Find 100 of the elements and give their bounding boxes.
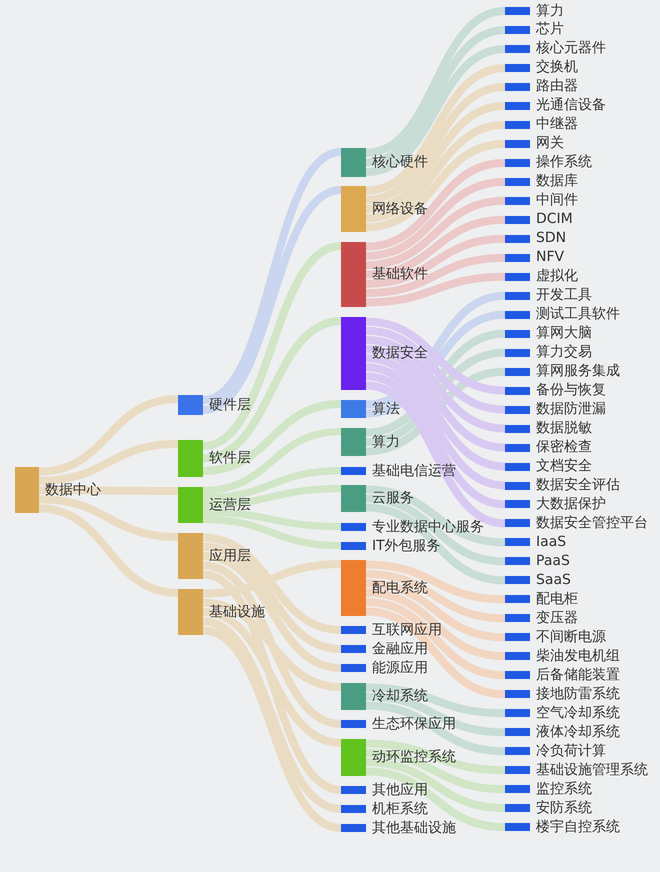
flow-link (366, 486, 506, 546)
flow-link (366, 740, 506, 774)
node-label: 云服务 (372, 490, 414, 507)
flow-link (202, 542, 342, 653)
flow-link (365, 45, 506, 176)
node-label: 数据脱敏 (536, 420, 592, 438)
flow-link (38, 440, 178, 485)
flow-link (202, 317, 342, 462)
node-label: 基础设施 (209, 604, 265, 620)
flow-link (38, 504, 178, 597)
node-label: 其他应用 (372, 782, 428, 798)
node-label: 监控系统 (536, 780, 592, 798)
node-label: 不间断电源 (536, 628, 606, 646)
node-label: 交换机 (536, 59, 578, 76)
node-label: 数据安全评估 (536, 477, 620, 494)
node-label: 备份与恢复 (536, 382, 606, 400)
node-label: 核心元器件 (536, 40, 606, 58)
flow-link (202, 598, 342, 691)
flow-link (366, 272, 506, 306)
flow-link (39, 486, 178, 495)
node-label: 软件层 (209, 450, 251, 467)
node-label: 保密检查 (536, 439, 592, 456)
node-label: 数据库 (536, 173, 578, 190)
node-label: PaaS (536, 552, 570, 570)
node-label: 路由器 (536, 78, 578, 96)
node-label: 数据安全管控平台 (536, 514, 648, 532)
flow-link (202, 400, 342, 475)
node-label: 柴油发电机组 (536, 648, 620, 665)
node-label: 基础软件 (372, 266, 428, 283)
flow-link (366, 102, 506, 213)
flow-link (366, 579, 506, 642)
node-label: 其他基础设施 (372, 820, 456, 836)
flow-link (202, 242, 342, 450)
node-label: SDN (536, 230, 566, 248)
node-label: 虚拟化 (536, 268, 578, 286)
node-label: 光通信设备 (536, 97, 606, 114)
flow-link (202, 148, 342, 404)
flow-link (202, 560, 342, 598)
node-label: 开发工具 (536, 287, 592, 304)
flow-link (365, 382, 506, 528)
node-label: SaaS (536, 572, 571, 589)
node-label: 大数据保护 (536, 496, 606, 513)
node-label: 后备储能装置 (536, 666, 620, 684)
node-label: 液体冷却系统 (536, 724, 620, 741)
flow-link (366, 158, 506, 251)
node-label: 变压器 (536, 610, 578, 627)
node-label: 数据中心 (45, 482, 101, 498)
node-label: 算网大脑 (536, 325, 592, 342)
flow-link (365, 64, 506, 195)
node-label: 中间件 (536, 192, 578, 210)
flow-link (366, 504, 506, 584)
node-label: 运营层 (209, 496, 251, 514)
flow-link (366, 196, 506, 270)
node-label: 冷负荷计算 (536, 742, 606, 760)
flow-link (366, 767, 506, 832)
node-label: 楼宇自控系统 (536, 818, 620, 836)
node-label: IaaS (536, 534, 566, 551)
flow-link (366, 326, 506, 414)
node-label: 空气冷却系统 (536, 704, 620, 722)
node-label: 算力交易 (536, 344, 592, 362)
flow-link (366, 588, 506, 660)
node-label: 接地防雷系统 (536, 686, 620, 703)
node-label: 算网服务集成 (536, 363, 620, 380)
flow-link (365, 26, 506, 166)
flow-link (365, 7, 506, 157)
node-label: 配电柜 (536, 590, 578, 608)
flow-link (366, 254, 506, 298)
flow-link (202, 467, 342, 502)
flow-link (366, 560, 506, 604)
flow-link (365, 372, 506, 508)
node-label: 基础设施管理系统 (536, 762, 648, 779)
node-label: 测试工具软件 (536, 306, 620, 324)
node-label: 基础电信运营 (372, 462, 456, 480)
node-label: 算力 (372, 434, 400, 450)
flow-link (202, 516, 342, 550)
node-label: NFV (536, 249, 564, 266)
flow-link (366, 178, 506, 260)
flow-link (366, 140, 506, 232)
flow-link (366, 368, 506, 456)
flow-link (202, 186, 342, 414)
flow-link (366, 234, 506, 288)
flow-link (366, 758, 506, 812)
node-label: IT外包服务 (372, 538, 441, 554)
node-label: 专业数据中心服务 (372, 518, 484, 536)
node-label: DCIM (536, 211, 573, 228)
node-label: 文档安全 (536, 458, 592, 476)
node-label: 算法 (372, 400, 400, 418)
flow-link (202, 608, 342, 747)
flow-link (38, 495, 178, 541)
flow-link (366, 598, 506, 680)
node-label: 生态环保应用 (372, 716, 456, 732)
flow-link (366, 318, 506, 395)
flow-link (202, 552, 342, 672)
flow-link (366, 692, 506, 736)
flow-link (366, 494, 506, 566)
node-label: 安防系统 (536, 800, 592, 817)
node-label: 数据防泄漏 (536, 401, 606, 418)
flow-link (365, 354, 506, 470)
flow-link (366, 216, 506, 278)
node-label: 应用层 (209, 548, 251, 564)
